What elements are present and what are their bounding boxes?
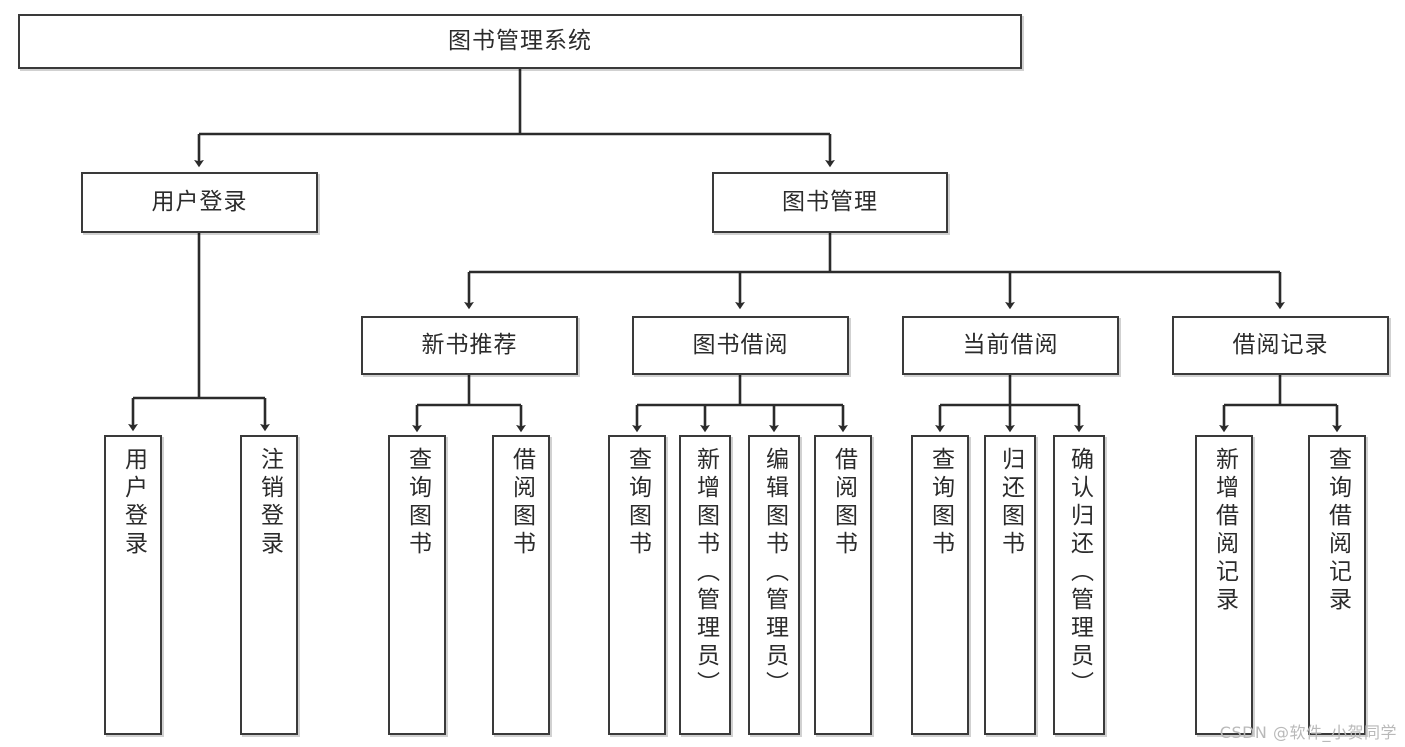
node-current-borrow[interactable]: 当前借阅 <box>902 316 1119 375</box>
node-label: 查询图书 <box>624 447 651 559</box>
node-book-borrow[interactable]: 图书借阅 <box>632 316 849 375</box>
node-label: 用户登录 <box>120 447 147 559</box>
node-label: 图书管理 <box>782 188 878 215</box>
node-leaf-borrow-book-2[interactable]: 借阅图书 <box>814 435 872 735</box>
node-new-book-recommend[interactable]: 新书推荐 <box>361 316 578 375</box>
node-label: 确认归还（管理员） <box>1066 447 1093 699</box>
node-label: 借阅记录 <box>1232 331 1329 358</box>
node-label: 借阅图书 <box>508 447 535 559</box>
node-label: 用户登录 <box>151 188 248 215</box>
node-label: 当前借阅 <box>962 331 1059 358</box>
node-leaf-user-login[interactable]: 用户登录 <box>104 435 162 735</box>
node-leaf-query-book-3[interactable]: 查询图书 <box>911 435 969 735</box>
node-label: 图书管理系统 <box>448 27 592 54</box>
node-label: 查询借阅记录 <box>1324 447 1351 615</box>
node-label: 新书推荐 <box>421 331 518 358</box>
watermark-csdn: CSDN @软件_小贺同学 <box>1219 723 1397 742</box>
node-label: 归还图书 <box>997 447 1024 559</box>
node-leaf-query-record[interactable]: 查询借阅记录 <box>1308 435 1366 735</box>
node-label: 编辑图书（管理员） <box>761 447 788 699</box>
node-leaf-query-book-1[interactable]: 查询图书 <box>388 435 446 735</box>
node-leaf-add-record[interactable]: 新增借阅记录 <box>1195 435 1253 735</box>
node-leaf-borrow-book-1[interactable]: 借阅图书 <box>492 435 550 735</box>
node-leaf-confirm-return[interactable]: 确认归还（管理员） <box>1053 435 1105 735</box>
node-leaf-add-book[interactable]: 新增图书（管理员） <box>679 435 731 735</box>
node-label: 借阅图书 <box>830 447 857 559</box>
node-label: 查询图书 <box>927 447 954 559</box>
node-leaf-user-logout[interactable]: 注销登录 <box>240 435 298 735</box>
node-leaf-query-book-2[interactable]: 查询图书 <box>608 435 666 735</box>
node-label: 图书借阅 <box>692 331 789 358</box>
node-root-book-management-system[interactable]: 图书管理系统 <box>18 14 1022 69</box>
node-book-management[interactable]: 图书管理 <box>712 172 948 233</box>
node-leaf-return-book[interactable]: 归还图书 <box>984 435 1036 735</box>
node-label: 新增图书（管理员） <box>692 447 719 699</box>
node-label: 新增借阅记录 <box>1211 447 1238 615</box>
node-borrow-record[interactable]: 借阅记录 <box>1172 316 1389 375</box>
node-label: 注销登录 <box>256 447 283 559</box>
node-label: 查询图书 <box>404 447 431 559</box>
node-leaf-edit-book[interactable]: 编辑图书（管理员） <box>748 435 800 735</box>
node-user-login[interactable]: 用户登录 <box>81 172 318 233</box>
